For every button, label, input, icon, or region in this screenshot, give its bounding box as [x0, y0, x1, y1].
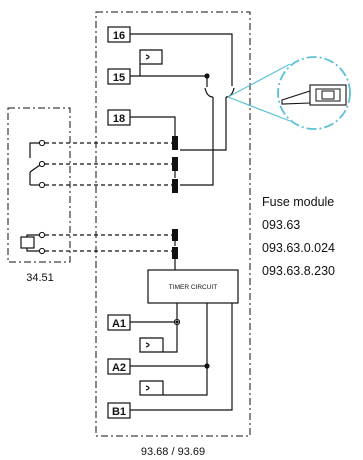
relay-contacts — [29, 139, 172, 189]
fuse-module-code-1: 093.63 — [262, 218, 300, 232]
contact-block-coil-1 — [172, 229, 178, 241]
a2-junction — [204, 363, 210, 369]
relay-coil — [20, 231, 172, 255]
timer-circuit: TIMER CIRCUIT — [147, 269, 239, 304]
contact-block-coil-2 — [172, 247, 178, 259]
terminal-a1-label: A1 — [112, 318, 126, 330]
terminal-a1: A1 — [107, 314, 131, 331]
contact-block-16 — [172, 179, 178, 193]
fuse-module-code-2: 093.63.0.024 — [262, 241, 335, 255]
lower-wiring — [130, 303, 233, 411]
terminal-16: 16 — [107, 26, 131, 43]
fuse-callout — [227, 56, 351, 130]
terminal-b1: B1 — [107, 402, 131, 419]
relay-label: 34.51 — [26, 272, 54, 284]
module-frame — [95, 11, 251, 437]
timer-circuit-label: TIMER CIRCUIT — [169, 284, 217, 291]
terminal-18: 18 — [107, 109, 131, 126]
contact-block-18 — [172, 136, 178, 150]
terminal-a2-label: A2 — [112, 362, 126, 374]
fuse-module-icon — [281, 84, 347, 106]
upper-wiring — [130, 33, 235, 186]
terminal-15-indicator-icon — [145, 54, 150, 60]
terminal-18-label: 18 — [113, 113, 125, 125]
fuse-arc-left — [204, 87, 214, 98]
fuse-module-title: Fuse module — [262, 195, 334, 209]
a2-indicator-icon — [145, 385, 150, 391]
fuse-module-code-3: 093.63.8.230 — [262, 264, 335, 278]
terminal-15: 15 — [107, 68, 131, 85]
a1-indicator-icon — [145, 342, 150, 348]
terminal-a2: A2 — [107, 358, 131, 375]
contact-block-15 — [172, 157, 178, 171]
terminal-b1-label: B1 — [112, 406, 126, 418]
terminal-15-label: 15 — [113, 72, 125, 84]
module-label: 93.68 / 93.69 — [141, 446, 205, 458]
coil-icon — [20, 236, 35, 249]
terminal-16-label: 16 — [113, 30, 125, 42]
fuse-module-info: Fuse module 093.63 093.63.0.024 093.63.8… — [262, 195, 335, 278]
junction-dot — [204, 73, 210, 79]
